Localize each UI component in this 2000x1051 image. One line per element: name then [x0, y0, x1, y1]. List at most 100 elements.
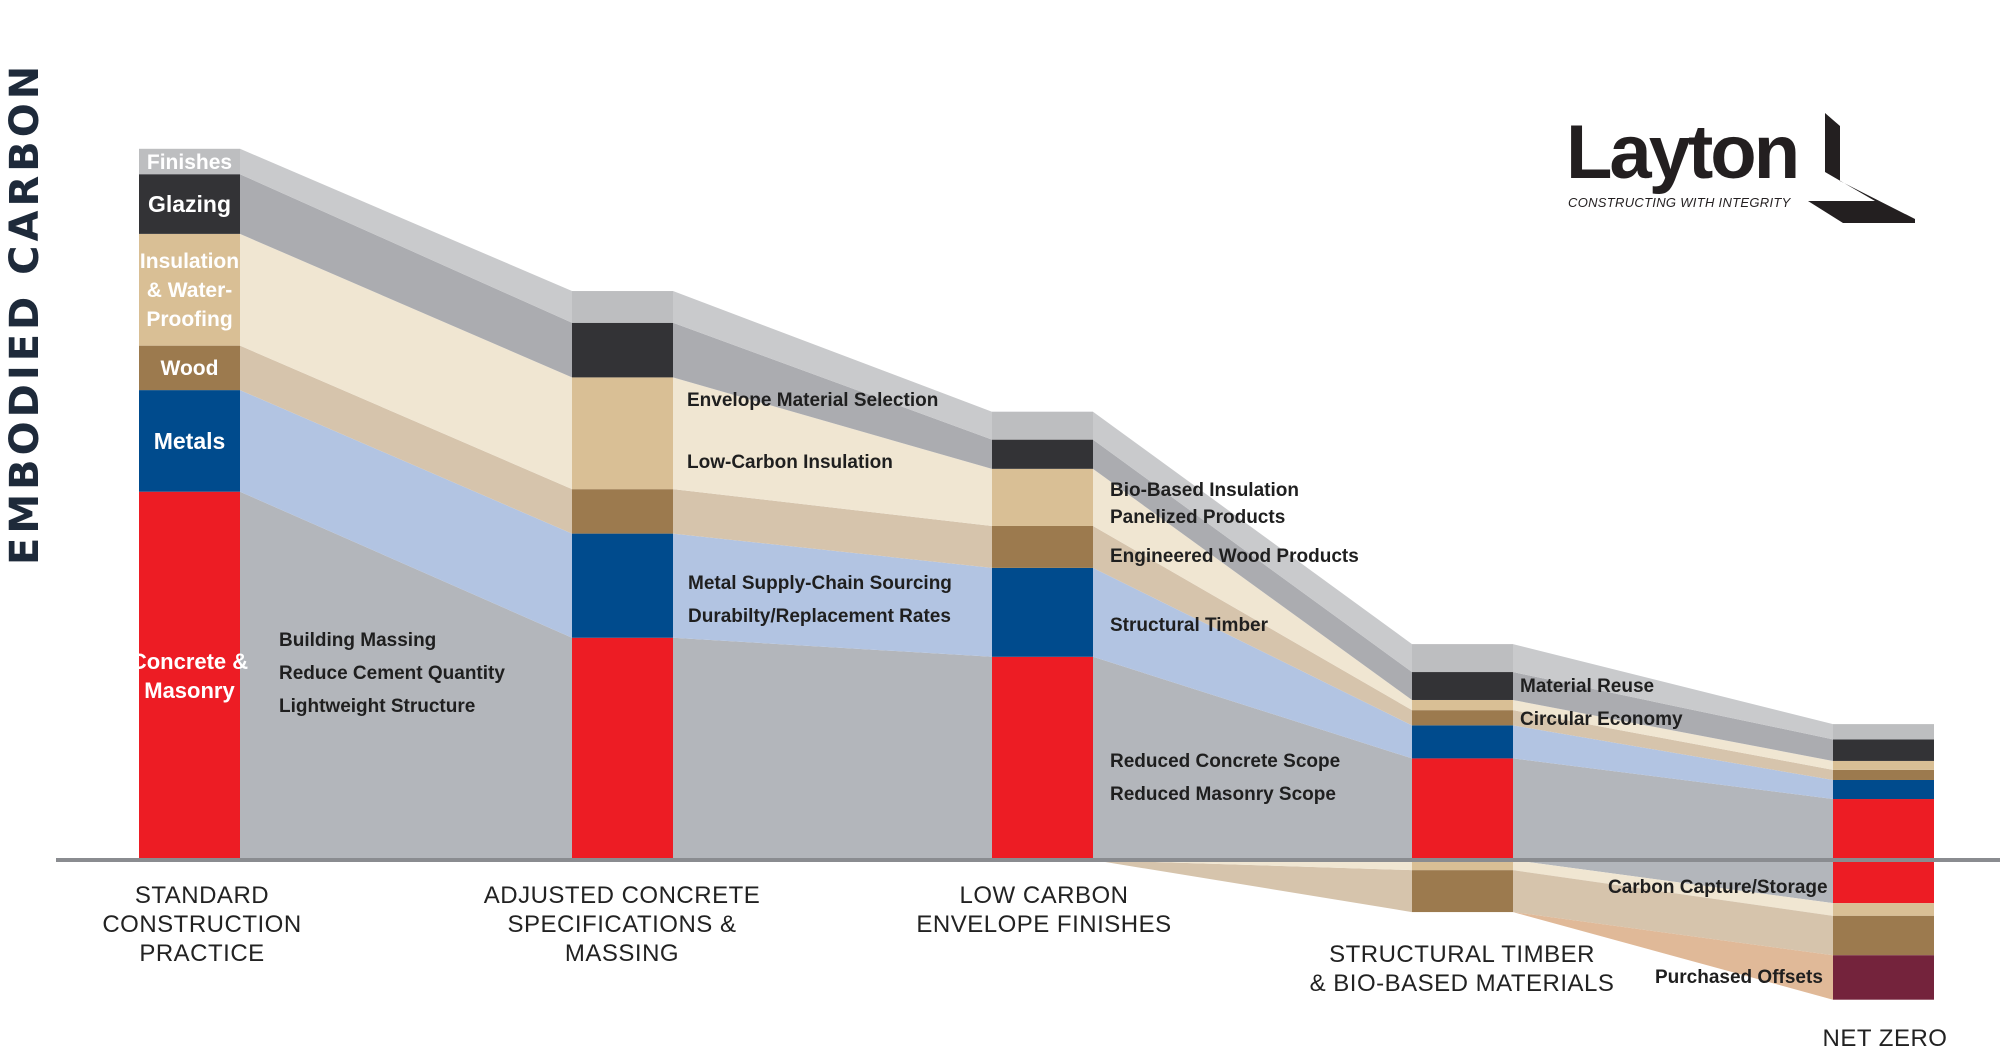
category-label: SPECIFICATIONS & — [508, 911, 737, 938]
flow-band-wood-negative — [1093, 860, 1412, 913]
annotation-text: Panelized Products — [1110, 507, 1285, 528]
flow-band-concrete-negative — [1513, 860, 1833, 904]
bar-2-finishes — [992, 411, 1093, 440]
bar-4-insulation — [1833, 760, 1934, 770]
segment-label-line: Glazing — [148, 191, 231, 217]
bar-2-metals — [992, 567, 1093, 657]
bar-2-wood — [992, 525, 1093, 568]
flow-band-glazing-0 — [240, 174, 572, 378]
bar-0-insulation — [139, 233, 240, 346]
annotation-text: Circular Economy — [1520, 709, 1683, 730]
segment-label-line: Concrete & — [131, 649, 248, 674]
segment-label-line: Insulation — [140, 250, 239, 273]
segment-label-finishes: Finishes — [147, 151, 232, 174]
category-label: ADJUSTED CONCRETE — [484, 882, 761, 909]
flow-band-wood-3 — [1513, 710, 1833, 780]
annotation-text: Reduced Masonry Scope — [1110, 784, 1336, 805]
flow-band-insulation-negative-2 — [1513, 860, 1833, 916]
segment-label-line: Masonry — [144, 678, 235, 703]
flow-band-concrete-0 — [240, 491, 572, 860]
annotation-text: Durabilty/Replacement Rates — [688, 606, 951, 627]
segment-labels: Concrete & Masonry Metals Wood Insulation & W… — [131, 151, 248, 703]
bar-4-glazing — [1833, 739, 1934, 761]
bar-1-insulation — [572, 377, 673, 490]
flow-band-wood-2 — [1093, 525, 1412, 726]
bar-4-negative-concrete — [1833, 860, 1934, 904]
flow-band-insulation-3 — [1513, 699, 1833, 770]
bar-0-metals — [139, 390, 240, 492]
bars — [139, 148, 1934, 1000]
bar-1-wood — [572, 489, 673, 534]
flow-band-insulation-0 — [240, 233, 572, 490]
flow-band-metals-0 — [240, 390, 572, 638]
flow-band-finishes-3 — [1513, 644, 1833, 740]
flow-band-concrete-1 — [673, 637, 992, 860]
segment-label-glazing: Glazing — [148, 191, 231, 217]
segment-label-insulation: Insulation & Water- Proofing — [140, 250, 239, 331]
flow-band-concrete-3 — [1513, 758, 1833, 860]
segment-label-line: Finishes — [147, 151, 232, 174]
bar-4-negative-offsets — [1833, 955, 1934, 1000]
bar-4-wood — [1833, 769, 1934, 780]
annotation-text: Bio-Based Insulation — [1110, 480, 1299, 501]
bar-1-metals — [572, 533, 673, 638]
category-label: ENVELOPE FINISHES — [916, 911, 1171, 938]
flow-band-wood-1 — [673, 489, 992, 568]
category-label: STRUCTURAL TIMBER — [1329, 941, 1595, 968]
annotation-text: Engineered Wood Products — [1110, 546, 1359, 567]
bar-0-glazing — [139, 174, 240, 234]
flow-band-glazing-1 — [673, 322, 992, 469]
flow-bands — [240, 148, 1833, 1000]
annotation-text: Envelope Material Selection — [687, 390, 938, 411]
bar-3-metals — [1412, 725, 1513, 759]
bar-0-finishes — [139, 148, 240, 175]
flow-band-glazing-2 — [1093, 439, 1412, 700]
segment-label-line: Metals — [154, 428, 226, 454]
category-label: PRACTICE — [139, 940, 264, 967]
bar-3-negative-insulation — [1412, 860, 1513, 871]
annotation-text: Material Reuse — [1520, 676, 1654, 697]
bar-3-wood — [1412, 710, 1513, 726]
category-label: LOW CARBON — [959, 882, 1128, 909]
flow-band-insulation-1 — [673, 377, 992, 526]
bar-1-concrete — [572, 637, 673, 860]
bar-3-negative-wood — [1412, 870, 1513, 913]
y-axis-label: EMBODIED CARBON — [2, 62, 48, 565]
annotation-text: Purchased Offsets — [1655, 967, 1823, 988]
bar-4-concrete — [1833, 799, 1934, 860]
segment-label-line: & Water- — [147, 279, 233, 302]
flow-band-insulation-2 — [1093, 468, 1412, 711]
logo-wordmark: Layton — [1566, 110, 1797, 195]
bar-3-insulation — [1412, 699, 1513, 711]
bar-1-glazing — [572, 322, 673, 378]
flow-band-offsets — [1513, 912, 1833, 1000]
category-label: NET ZERO — [1823, 1025, 1948, 1051]
segment-label-wood: Wood — [161, 357, 219, 380]
annotation-text: Structural Timber — [1110, 615, 1269, 636]
flow-band-insulation-negative — [1093, 860, 1412, 871]
annotation-text: Building Massing — [279, 630, 436, 651]
bar-0-concrete — [139, 491, 240, 860]
bar-2-glazing — [992, 439, 1093, 469]
bar-3-concrete — [1412, 758, 1513, 860]
flow-band-metals-1 — [673, 533, 992, 657]
annotation-text: Reduce Cement Quantity — [279, 663, 505, 684]
bar-2-concrete — [992, 656, 1093, 860]
logo-tagline: CONSTRUCTING WITH INTEGRITY — [1568, 195, 1792, 210]
annotation-text: Reduced Concrete Scope — [1110, 751, 1340, 772]
logo-mark-icon — [1808, 113, 1915, 223]
bar-2-insulation — [992, 468, 1093, 526]
flow-band-finishes-0 — [240, 148, 572, 323]
annotation-text: Lightweight Structure — [279, 696, 475, 717]
flow-band-metals-3 — [1513, 725, 1833, 800]
bar-4-negative-wood — [1833, 915, 1934, 956]
flow-band-wood-negative-2 — [1513, 870, 1833, 956]
bar-3-finishes — [1412, 644, 1513, 673]
segment-label-line: Proofing — [146, 308, 232, 331]
layton-logo: Layton CONSTRUCTING WITH INTEGRITY — [1566, 110, 1915, 223]
category-label: & BIO-BASED MATERIALS — [1310, 970, 1615, 997]
flow-band-finishes-1 — [673, 291, 992, 440]
